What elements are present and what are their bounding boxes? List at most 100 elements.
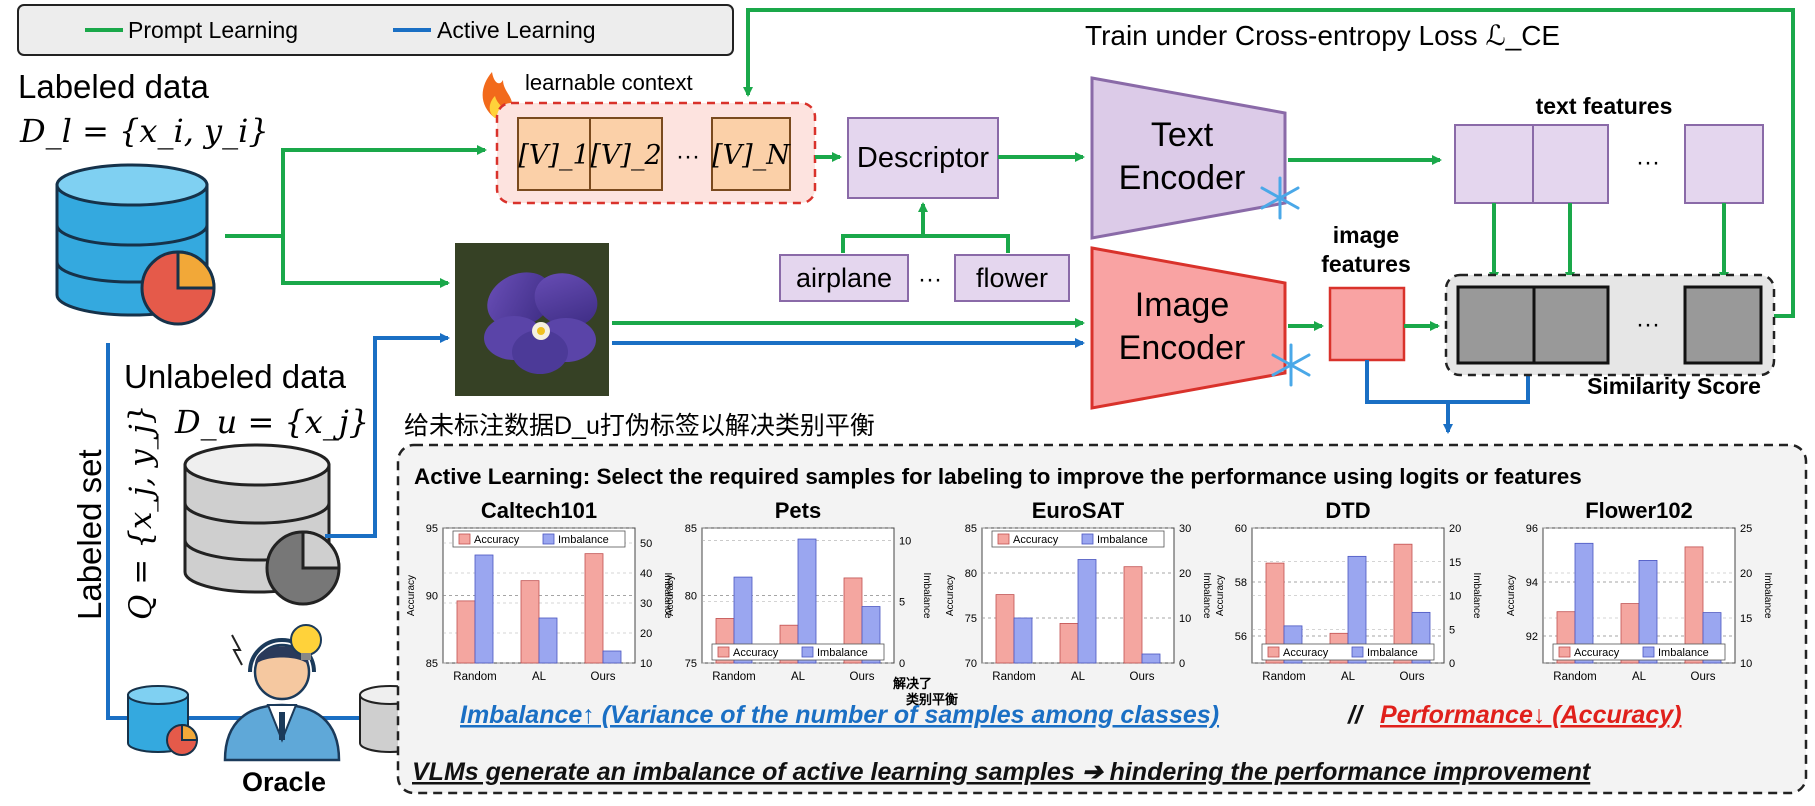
chart-pets-legend-imbalance: Imbalance [817,647,868,659]
image-features-label-2: features [1321,251,1410,277]
chart-flower102-bar-imbalance [1638,560,1658,664]
labeled-data-formula: D_l = {x_i, y_i} [19,112,269,150]
flower-image [455,243,609,396]
imbalance-statement: Imbalance↑ (Variance of the number of sa… [460,701,1219,729]
chart-dtd-xtick: AL [1341,671,1356,683]
similarity-cell-n [1683,285,1763,365]
chart-eurosat-ytick: 80 [965,568,977,580]
chart-pets-ytick: 75 [685,658,697,670]
similarity-ellipsis: ··· [1636,311,1660,338]
class-flower-label: flower [976,263,1048,293]
chart-flower102-title: Flower102 [1585,498,1693,523]
chart-caltech101-xtick: Random [453,671,496,683]
chart-flower102-xtick: Random [1553,671,1596,683]
labeled-set-formula: Q = {x_j, y_j} [123,405,159,620]
chart-caltech101-title: Caltech101 [481,498,597,523]
chart-eurosat-xtick: AL [1071,671,1086,683]
chart-pets-y2label: Imbalance [921,572,932,619]
chart-dtd-ylabel: Accuracy [1215,575,1226,616]
chart-caltech101-bar-imbalance [474,554,494,664]
snowflake-icon [1260,176,1300,220]
chart-dtd-title: DTD [1325,498,1370,523]
chart-caltech101-xtick: AL [532,671,547,683]
chart-dtd-y2tick: 20 [1449,523,1461,535]
chart-caltech101-ytick: 95 [426,523,438,535]
learnable-context-label: learnable context [525,70,693,95]
chart-caltech101-bar-accuracy [520,580,540,664]
chart-caltech101-ytick: 85 [426,658,438,670]
chart-pets-bar-imbalance [797,538,817,664]
chart-pets-legend [711,643,885,661]
chart-dtd-ytick: 56 [1235,631,1247,643]
chart-caltech101-legend-accuracy: Accuracy [474,534,520,546]
context-token-1 [517,117,591,191]
chart-caltech101-legend-accuracy-swatch [458,533,471,545]
chart-flower102-ytick: 96 [1526,523,1538,535]
conclusion-statement: VLMs generate an imbalance of active lea… [412,758,1592,786]
similarity-score-label: Similarity Score [1587,373,1761,399]
chart-flower102-ytick: 92 [1526,631,1538,643]
chart-caltech101-bar-accuracy [456,600,476,664]
chart-flower102-y2tick: 10 [1740,658,1752,670]
chart-flower102-legend-imbalance-swatch [1642,646,1655,658]
chart-pets-legend-accuracy: Accuracy [733,647,779,659]
labeled-database-icon [55,163,216,326]
image-encoder-label-2: Encoder [1119,329,1246,367]
context-token-n [711,117,791,191]
chart-caltech101-legend-imbalance-swatch [542,533,555,545]
chart-eurosat-legend-accuracy: Accuracy [1013,534,1059,546]
text-feature-2 [1532,124,1609,204]
legend-active-label: Active Learning [437,17,596,43]
chart-pets-legend-imbalance-swatch [801,646,814,658]
chart-dtd-bar-accuracy [1265,562,1285,664]
chart-flower102-y2tick: 25 [1740,523,1752,535]
chart-pets-legend-accuracy-swatch [717,646,730,658]
class-airplane-label: airplane [796,263,892,293]
chart-eurosat-ylabel: Accuracy [945,575,956,616]
labeled-to-image-arrow [281,236,450,288]
chart-pets-xtick: AL [791,671,806,683]
chart-pets-xtick: Ours [850,671,875,683]
oracle-person-icon [223,624,341,762]
classes-bracket [841,234,1010,253]
chart-caltech101-legend [452,530,626,548]
text-encoder-label-2: Encoder [1119,159,1246,197]
chart-dtd-ytick: 58 [1235,577,1247,589]
similarity-cell-2 [1532,285,1610,365]
context-token-2-label: [V]_2 [590,140,661,171]
chart-flower102-bar-imbalance [1574,542,1594,664]
text-encoder-label-1: Text [1151,116,1214,154]
solve-note-1: 解决了 [892,676,932,691]
unlabeled-database-icon [183,443,341,606]
statement-separator: // [1347,701,1365,729]
active-learning-title: Active Learning: Select the required sam… [414,464,1582,489]
image-feature-box [1328,286,1406,362]
oracle-label: Oracle [242,767,326,797]
chart-flower102-xtick: Ours [1691,671,1716,683]
unlabeled-to-image-arrow [325,333,450,538]
chart-dtd-legend [1261,643,1435,661]
chart-eurosat-bar-imbalance [1077,559,1097,664]
chart-eurosat-ytick: 75 [965,613,977,625]
chart-dtd-y2tick: 15 [1449,557,1461,569]
chart-pets-title: Pets [775,498,821,523]
chart-caltech101-bar-accuracy [584,553,604,664]
chart-dtd-y2tick: 0 [1449,658,1455,670]
chart-dtd-y2tick: 5 [1449,624,1455,636]
chart-eurosat-ytick: 85 [965,523,977,535]
unlabeled-data-title: Unlabeled data [124,358,347,395]
chart-eurosat-bar-accuracy [1123,566,1143,664]
context-ellipsis: ··· [676,143,700,170]
chart-dtd-ytick: 60 [1235,523,1247,535]
chart-eurosat-ytick: 70 [965,658,977,670]
chart-caltech101-y2tick: 20 [640,628,652,640]
chart-caltech101-bar-imbalance [538,617,558,664]
chart-flower102-ylabel: Accuracy [1506,575,1517,616]
labeled-to-context-arrow [225,145,487,238]
chart-eurosat-y2tick: 30 [1179,523,1191,535]
chart-eurosat-title: EuroSAT [1032,498,1125,523]
chart-flower102-legend-imbalance: Imbalance [1658,647,1709,659]
image-features-label-1: image [1333,222,1399,248]
chart-flower102-legend [1552,643,1726,661]
